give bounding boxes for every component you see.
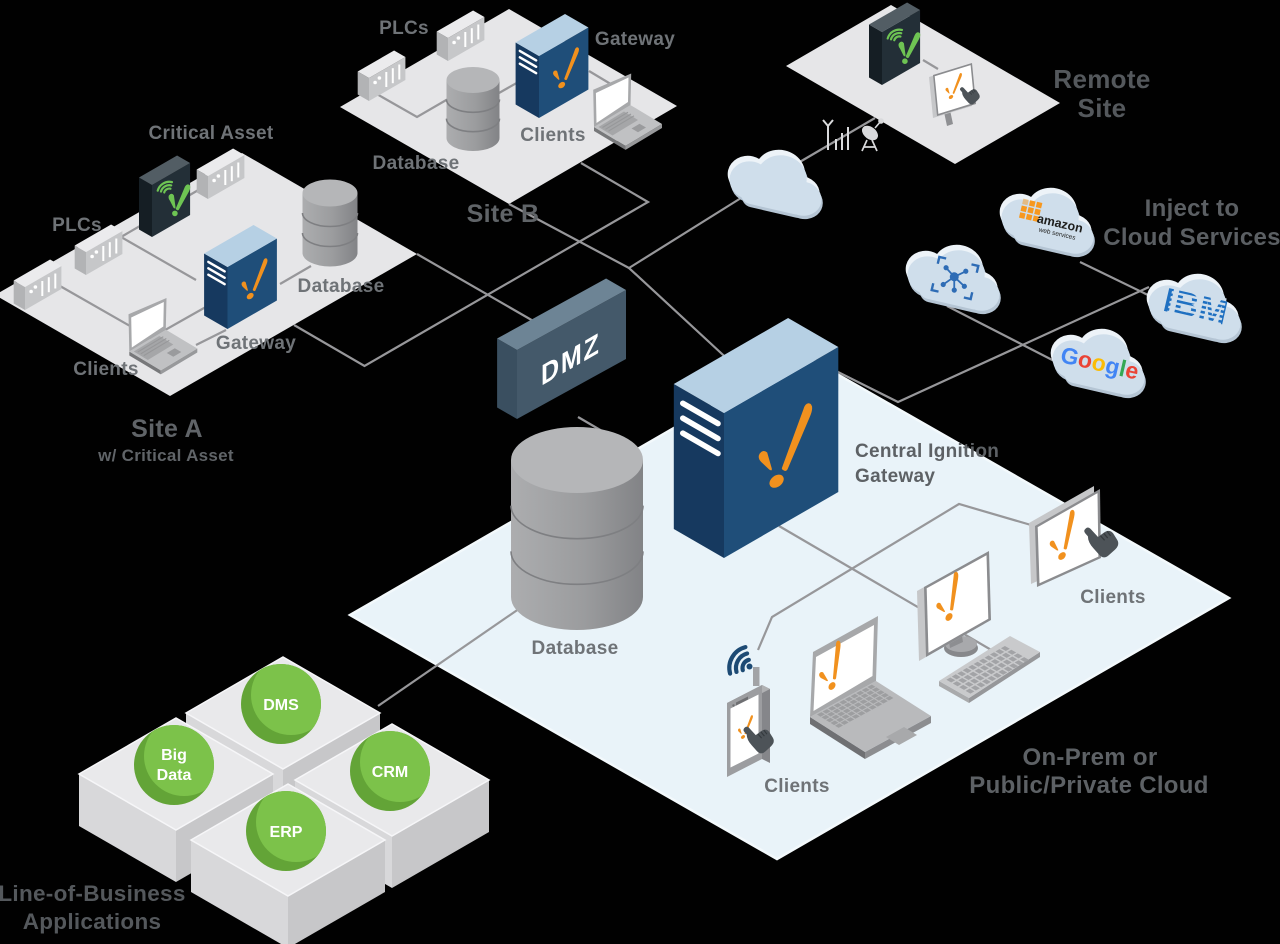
svg-text:PLCs: PLCs	[379, 18, 429, 39]
svg-text:Gateway: Gateway	[855, 466, 935, 487]
svg-text:Applications: Applications	[23, 909, 162, 934]
svg-text:On-Prem or: On-Prem or	[1022, 744, 1157, 771]
svg-text:Critical Asset: Critical Asset	[149, 123, 274, 144]
svg-text:w/ Critical Asset: w/ Critical Asset	[97, 446, 234, 465]
svg-text:Site B: Site B	[467, 200, 540, 228]
svg-text:Database: Database	[532, 638, 619, 659]
svg-text:Database: Database	[373, 153, 460, 174]
svg-text:Clients: Clients	[520, 125, 585, 146]
svg-text:Line-of-Business: Line-of-Business	[0, 881, 186, 906]
svg-text:Gateway: Gateway	[216, 333, 296, 354]
svg-text:Remote: Remote	[1053, 64, 1150, 94]
svg-text:Clients: Clients	[1080, 587, 1145, 608]
svg-text:Inject to: Inject to	[1145, 195, 1240, 222]
svg-text:DMS: DMS	[263, 697, 299, 714]
svg-text:Data: Data	[157, 767, 192, 784]
svg-text:Clients: Clients	[73, 359, 138, 380]
svg-text:Clients: Clients	[764, 776, 829, 797]
svg-text:Site A: Site A	[131, 415, 203, 443]
svg-text:Database: Database	[298, 276, 385, 297]
svg-text:Central Ignition: Central Ignition	[855, 441, 999, 462]
svg-text:Gateway: Gateway	[595, 29, 675, 50]
svg-text:Big: Big	[161, 747, 187, 764]
svg-text:ERP: ERP	[270, 824, 303, 841]
svg-text:Google: Google	[1058, 341, 1141, 384]
svg-text:Cloud Services: Cloud Services	[1103, 224, 1280, 251]
svg-text:Site: Site	[1078, 93, 1127, 123]
svg-text:CRM: CRM	[372, 764, 408, 781]
svg-text:Public/Private Cloud: Public/Private Cloud	[969, 772, 1208, 799]
svg-text:PLCs: PLCs	[52, 215, 102, 236]
